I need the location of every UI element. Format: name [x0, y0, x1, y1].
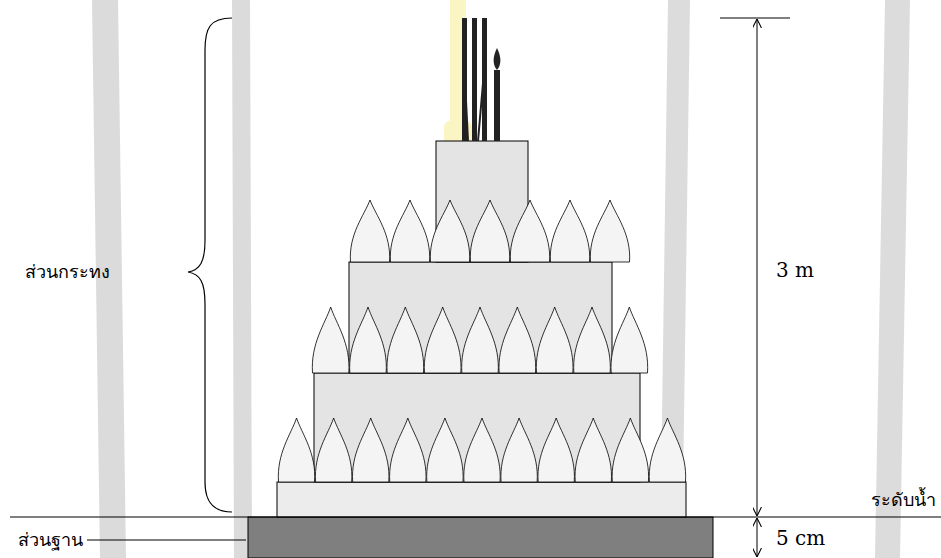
lotus-petal — [464, 418, 500, 482]
lotus-petals — [278, 200, 685, 482]
lotus-petal — [612, 418, 648, 482]
water-level-line — [10, 516, 941, 517]
dimension-line — [757, 518, 758, 557]
dimension-label: 5 cm — [776, 526, 825, 550]
lotus-petal — [470, 200, 509, 262]
lotus-petal — [499, 307, 536, 373]
lotus-petal — [387, 307, 424, 373]
dimension-line — [757, 19, 758, 516]
lotus-petal — [350, 200, 389, 262]
lotus-petal — [350, 307, 387, 373]
lotus-petal — [315, 418, 351, 482]
lotus-petal — [575, 418, 611, 482]
lotus-petal — [430, 200, 469, 262]
base-block — [248, 517, 713, 558]
lotus-petal — [649, 418, 685, 482]
lotus-petal — [462, 307, 499, 373]
water-level-label: ระดับน้ำ — [871, 489, 936, 511]
lotus-petal — [574, 307, 611, 373]
lotus-petal — [501, 418, 537, 482]
lotus-petal — [390, 200, 429, 262]
lotus-petal — [390, 418, 426, 482]
leader-line — [87, 540, 246, 541]
curly-brace — [188, 18, 232, 512]
dimension-label: 3 m — [776, 258, 814, 282]
lotus-petal — [538, 418, 574, 482]
lotus-petal — [611, 307, 648, 373]
lotus-petal — [278, 418, 314, 482]
lotus-petal — [536, 307, 573, 373]
tray — [277, 482, 686, 517]
tier-1 — [314, 373, 640, 482]
lotus-petal — [352, 418, 388, 482]
lotus-petal — [550, 200, 589, 262]
lotus-petal — [590, 200, 629, 262]
lotus-petal — [312, 307, 349, 373]
incense-sticks — [462, 18, 487, 141]
dimension-tick — [720, 18, 790, 19]
candle — [494, 48, 501, 141]
lotus-petal — [510, 200, 549, 262]
part-label: ส่วนกระทง — [25, 261, 110, 283]
part-label: ส่วนฐาน — [18, 529, 83, 551]
background-pillars — [92, 0, 910, 558]
tier-2 — [349, 262, 612, 373]
lotus-petal — [424, 307, 461, 373]
lotus-petal — [427, 418, 463, 482]
